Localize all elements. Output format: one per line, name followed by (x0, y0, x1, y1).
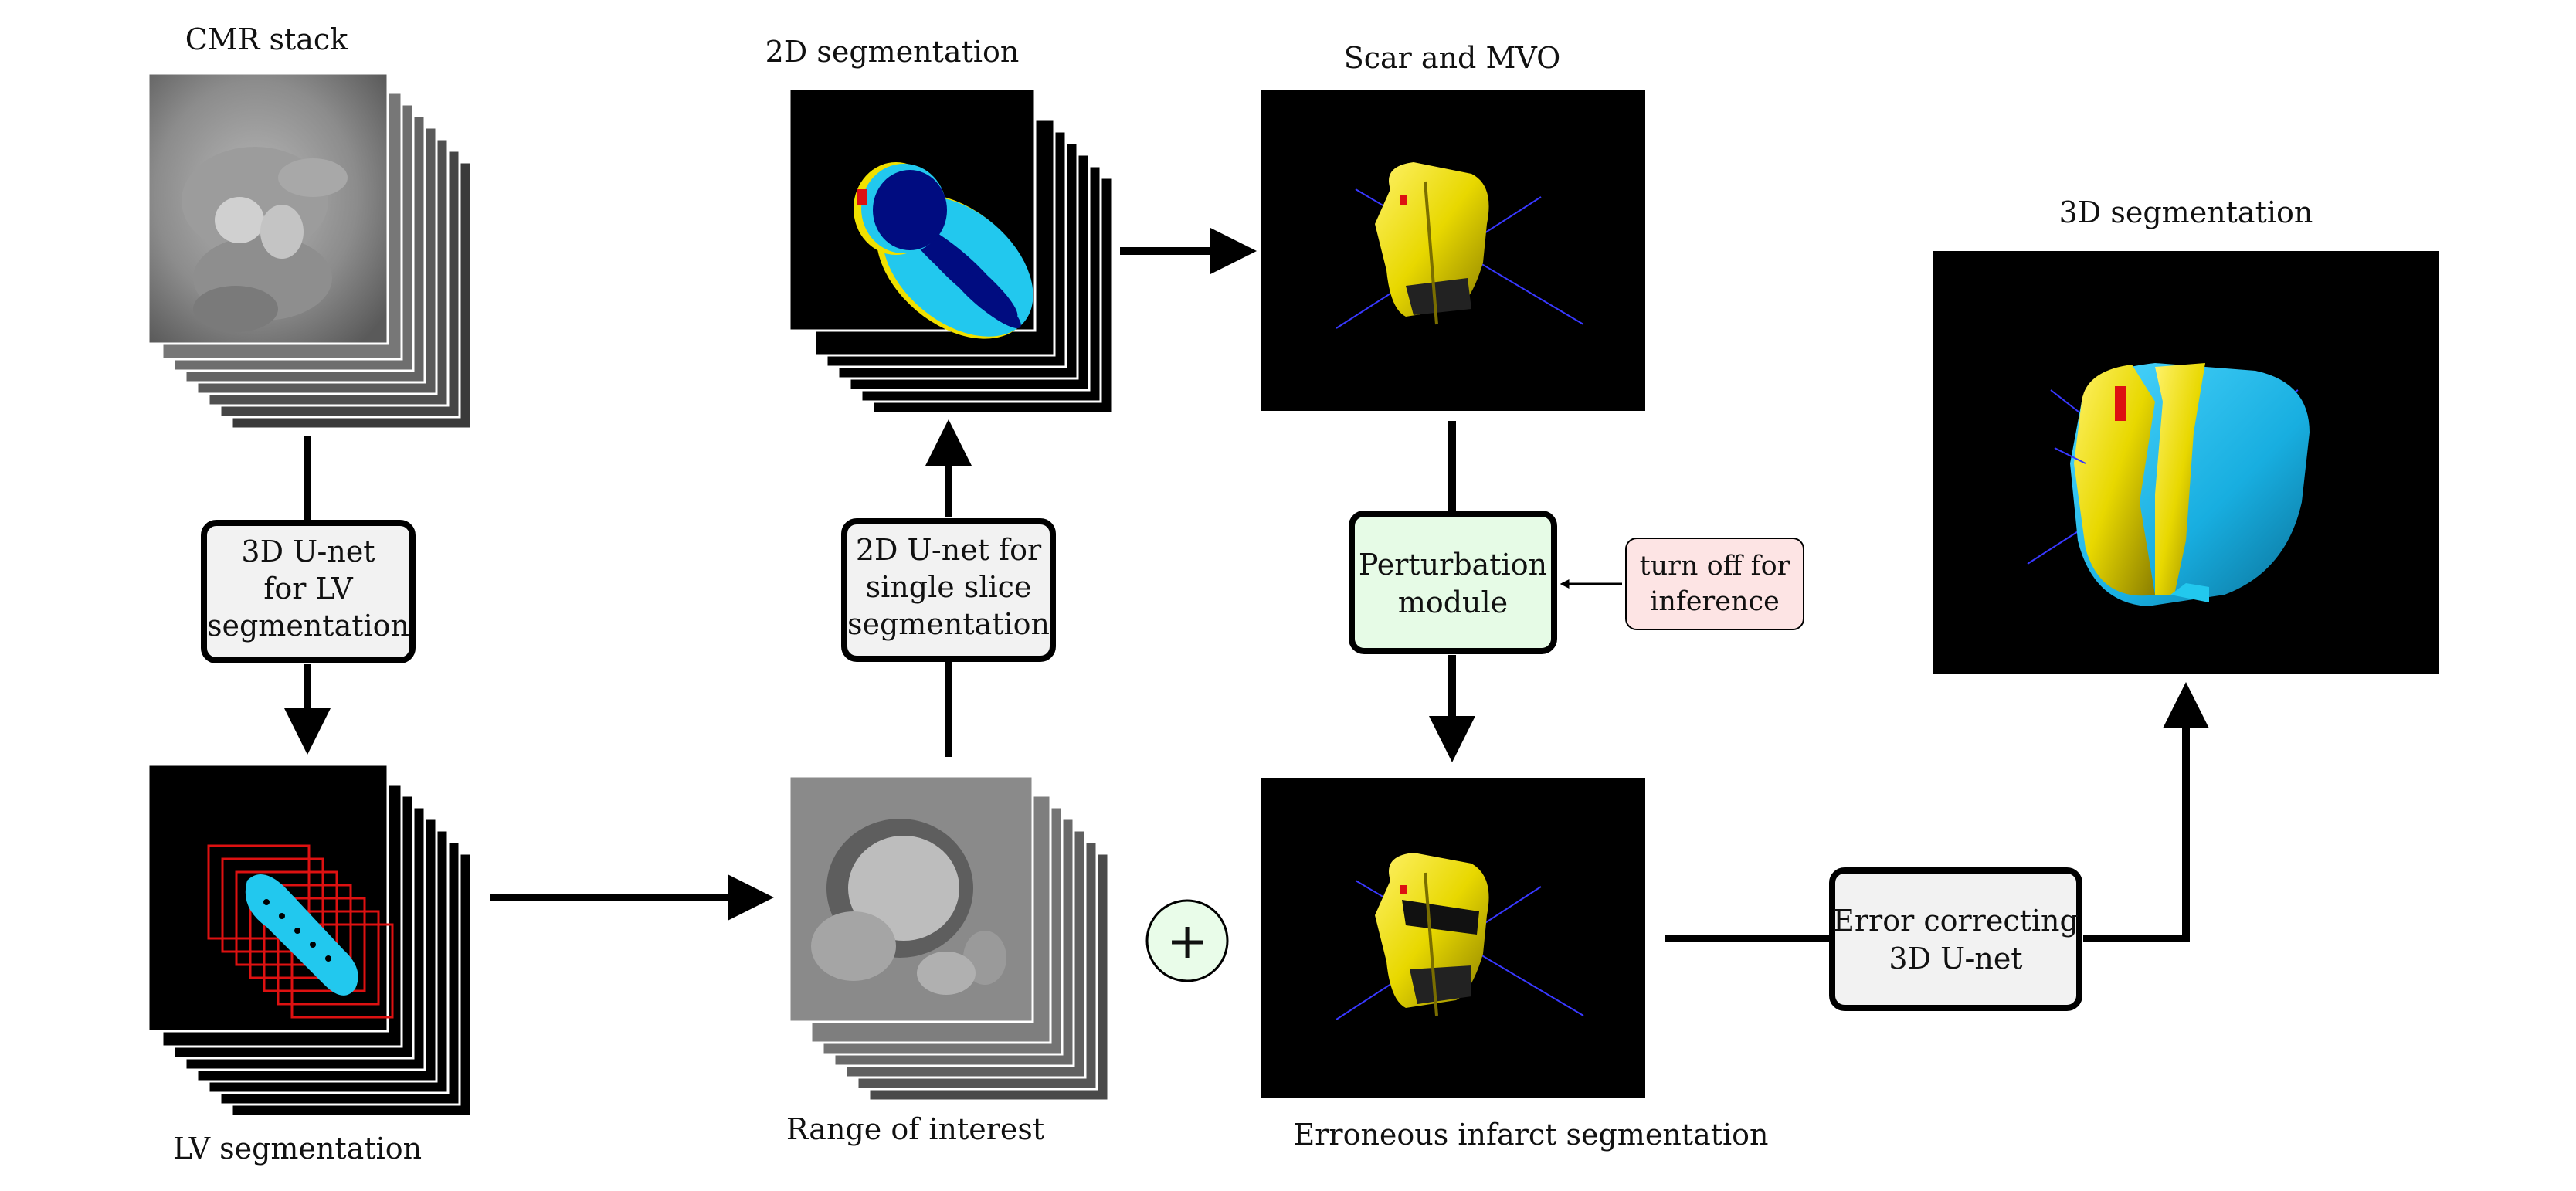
turn-off-line-2: inference (1650, 586, 1780, 617)
lv-segmentation-images (147, 763, 473, 1118)
unet2d-box: 2D U-net for single slice segmentation (841, 518, 1056, 662)
error-correcting-unet-box: Error correcting 3D U-net (1829, 867, 2082, 1011)
unet3d-line-3: segmentation (207, 609, 409, 643)
arrow-errcorr-to-seg3d (2083, 682, 2209, 942)
perturbation-line-2: module (1398, 585, 1508, 619)
unet3d-line-1: 3D U-net (241, 534, 375, 568)
unet3d-line-2: for LV (263, 572, 353, 606)
perturbation-line-1: Perturbation (1359, 548, 1547, 582)
unet3d-lv-box: 3D U-net for LV segmentation (201, 520, 416, 663)
turn-off-for-inference-note: turn off for inference (1625, 538, 1804, 630)
unet2d-line-2: single slice (866, 570, 1032, 604)
errcorr-line-2: 3D U-net (1889, 942, 2022, 976)
perturbation-module-box: Perturbation module (1349, 511, 1557, 654)
unet2d-line-3: segmentation (847, 607, 1050, 641)
plus-glyph: + (1166, 913, 1208, 970)
turn-off-line-1: turn off for (1640, 551, 1790, 582)
scar-mvo-label: Scar and MVO (1344, 41, 1561, 75)
seg3d-label: 3D segmentation (2059, 195, 2313, 229)
seg2d-images (788, 87, 1114, 415)
erroneous-label: Erroneous infarct segmentation (1294, 1118, 1769, 1152)
unet2d-line-1: 2D U-net for (856, 533, 1042, 567)
lv-segmentation-label: LV segmentation (173, 1132, 422, 1166)
scar-mvo-render (1261, 90, 1645, 411)
cmr-stack-label: CMR stack (185, 22, 348, 56)
seg3d-render (1933, 251, 2439, 674)
seg2d-label: 2D segmentation (765, 35, 1020, 69)
plus-symbol: + (1145, 899, 1229, 982)
erroneous-infarct-render (1261, 778, 1645, 1098)
cmr-stack-images (147, 72, 473, 430)
range-of-interest-label: Range of interest (786, 1112, 1044, 1146)
range-of-interest-images (788, 775, 1110, 1102)
errcorr-line-1: Error correcting (1833, 904, 2079, 938)
